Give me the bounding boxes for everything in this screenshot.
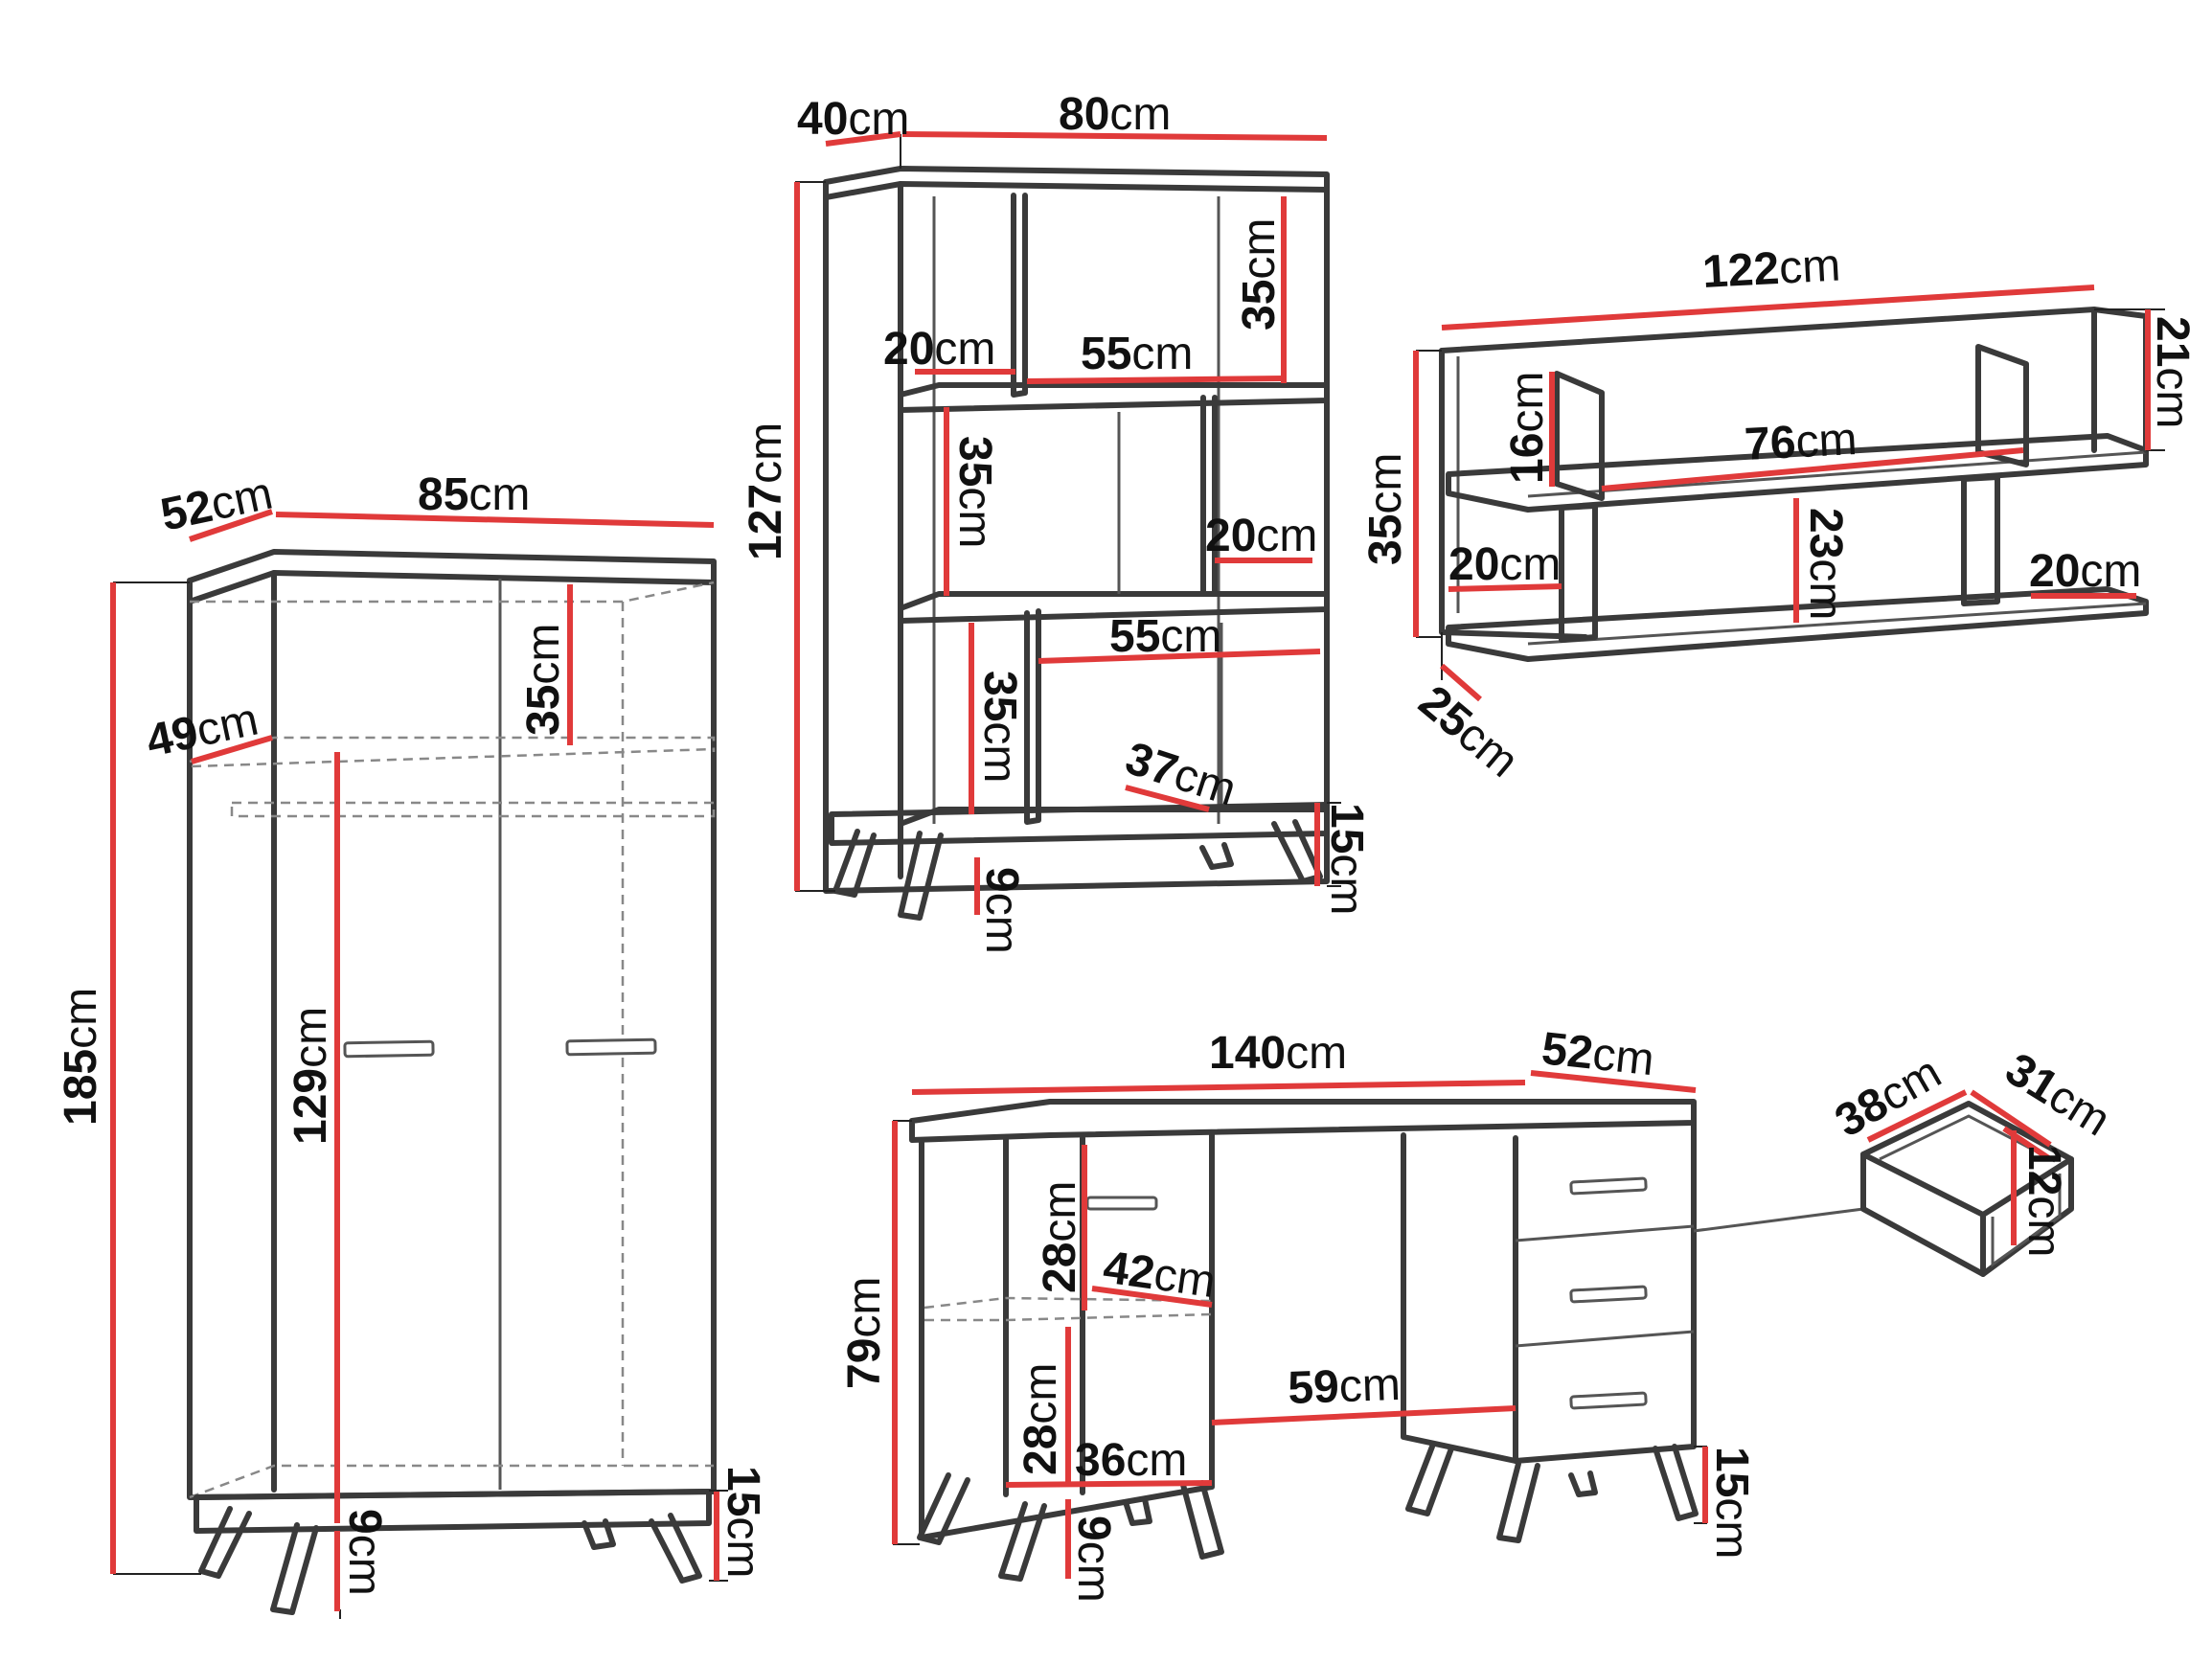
svg-text:76cm: 76cm	[1744, 414, 1859, 470]
svg-text:15cm: 15cm	[1706, 1447, 1757, 1559]
svg-text:55cm: 55cm	[1109, 611, 1221, 662]
svg-text:80cm: 80cm	[1059, 89, 1171, 140]
svg-text:9cm: 9cm	[976, 867, 1027, 954]
bookcase-depth-value: 40	[797, 94, 848, 145]
wardrobe-hanging-height-value: 129	[285, 1068, 336, 1145]
unit-label: cm	[206, 468, 277, 531]
wardrobe-top-shelf-value: 35	[518, 685, 569, 736]
wardrobe-inner-depth-value: 49	[142, 707, 202, 767]
bookcase-drawing	[795, 134, 1341, 921]
svg-text:16cm: 16cm	[1502, 372, 1553, 484]
svg-text:21cm: 21cm	[2147, 316, 2198, 428]
wall-shelf-labels: 122cm 21cm 35cm 25cm 16cm 76cm 23cm 20cm…	[1360, 240, 2198, 787]
svg-text:15cm: 15cm	[1321, 803, 1372, 915]
svg-text:35cm: 35cm	[518, 624, 569, 736]
drawer-dimension-lines	[1866, 1089, 2052, 1245]
desk-drawing	[893, 1099, 1864, 1582]
svg-text:129cm: 129cm	[285, 1007, 336, 1145]
desk-cabinet-depth-value: 42	[1100, 1242, 1157, 1299]
bookcase-shelf-left-top-value: 20	[883, 324, 934, 375]
wardrobe-drawing	[113, 549, 728, 1619]
bookcase-shelf-width-low-value: 55	[1109, 611, 1160, 662]
desk-dimension-lines	[892, 1070, 1708, 1579]
svg-text:20cm: 20cm	[1448, 539, 1561, 590]
wall-shelf-inner-height-value: 23	[1800, 508, 1851, 558]
svg-text:28cm: 28cm	[1015, 1363, 1066, 1475]
desk-cabinet-height-top-value: 28	[1035, 1242, 1085, 1293]
desk-cabinet-width-value: 36	[1075, 1435, 1126, 1486]
svg-text:23cm: 23cm	[1800, 508, 1851, 620]
svg-text:85cm: 85cm	[418, 469, 530, 520]
bookcase-height-value: 127	[741, 484, 791, 560]
svg-text:55cm: 55cm	[1081, 329, 1193, 379]
wardrobe-leg-height-value: 15	[718, 1466, 768, 1516]
wardrobe-labels: 52cm 85cm 185cm 49cm 35cm 129cm 9cm 15cm	[56, 468, 768, 1596]
wall-shelf-right-shelf-value: 20	[2029, 546, 2080, 597]
svg-text:140cm: 140cm	[1209, 1028, 1347, 1079]
svg-text:20cm: 20cm	[1205, 511, 1317, 561]
bookcase-shelf-height-top-value: 35	[1234, 280, 1285, 331]
wall-shelf-left-shelf-value: 20	[1448, 539, 1499, 590]
svg-text:20cm: 20cm	[883, 324, 995, 375]
svg-text:35cm: 35cm	[974, 671, 1025, 783]
wardrobe-depth-value: 52	[156, 481, 217, 541]
desk-leg-gap-value: 9	[1068, 1516, 1119, 1541]
svg-text:36cm: 36cm	[1075, 1435, 1187, 1486]
svg-text:12cm: 12cm	[2018, 1145, 2069, 1257]
bookcase-shelf-width-top-value: 55	[1081, 329, 1131, 379]
svg-text:15cm: 15cm	[718, 1466, 768, 1578]
svg-text:52cm: 52cm	[156, 468, 277, 541]
wardrobe-leg-gap-value: 9	[339, 1509, 390, 1535]
bookcase-shelf-height-low-value: 35	[974, 671, 1025, 721]
svg-text:42cm: 42cm	[1100, 1242, 1219, 1308]
bookcase-shelf-right-mid-value: 20	[1205, 511, 1256, 561]
bookcase-width-value: 80	[1059, 89, 1109, 140]
bookcase-leg-height-value: 15	[1321, 803, 1372, 854]
bookcase-leg-gap-value: 9	[976, 867, 1027, 893]
svg-text:9cm: 9cm	[1068, 1516, 1119, 1603]
wall-shelf-divider-height-value: 16	[1502, 433, 1553, 484]
wall-shelf-width-value: 122	[1701, 243, 1781, 298]
desk-labels: 140cm 52cm 79cm 28cm 42cm 28cm 36cm 59cm…	[839, 1023, 1757, 1602]
desk-depth-value: 52	[1539, 1023, 1596, 1079]
svg-text:59cm: 59cm	[1288, 1359, 1402, 1414]
desk-width-value: 140	[1209, 1028, 1286, 1079]
wall-shelf-height-value: 35	[1360, 514, 1411, 565]
desk-knee-width-value: 59	[1288, 1361, 1340, 1414]
drawer-height-value: 12	[2018, 1145, 2069, 1196]
svg-text:35cm: 35cm	[949, 436, 1000, 548]
desk-leg-height-value: 15	[1706, 1447, 1757, 1497]
svg-text:49cm: 49cm	[142, 695, 262, 767]
svg-text:28cm: 28cm	[1035, 1181, 1085, 1293]
svg-text:9cm: 9cm	[339, 1509, 390, 1596]
wall-shelf-inner-width-value: 76	[1744, 417, 1797, 470]
wall-shelf-dimension-lines	[1413, 285, 2151, 702]
desk-cabinet-height-low-value: 28	[1015, 1425, 1066, 1475]
svg-text:79cm: 79cm	[839, 1277, 890, 1389]
svg-text:35cm: 35cm	[1234, 218, 1285, 331]
wall-shelf-drawing	[1416, 307, 2165, 680]
svg-text:185cm: 185cm	[56, 988, 106, 1126]
wardrobe-height-value: 185	[56, 1049, 106, 1126]
svg-text:52cm: 52cm	[1539, 1023, 1656, 1085]
svg-text:122cm: 122cm	[1701, 240, 1842, 298]
wardrobe-dimension-lines	[110, 509, 719, 1611]
svg-text:40cm: 40cm	[797, 94, 909, 145]
wall-shelf-side-height-value: 21	[2147, 316, 2198, 367]
bookcase-dimension-lines	[794, 131, 1328, 915]
wardrobe-width-value: 85	[418, 469, 468, 520]
svg-text:20cm: 20cm	[2029, 546, 2141, 597]
svg-text:35cm: 35cm	[1360, 453, 1411, 565]
svg-text:127cm: 127cm	[741, 422, 791, 560]
desk-height-value: 79	[839, 1338, 890, 1389]
bookcase-shelf-height-mid-value: 35	[949, 436, 1000, 487]
